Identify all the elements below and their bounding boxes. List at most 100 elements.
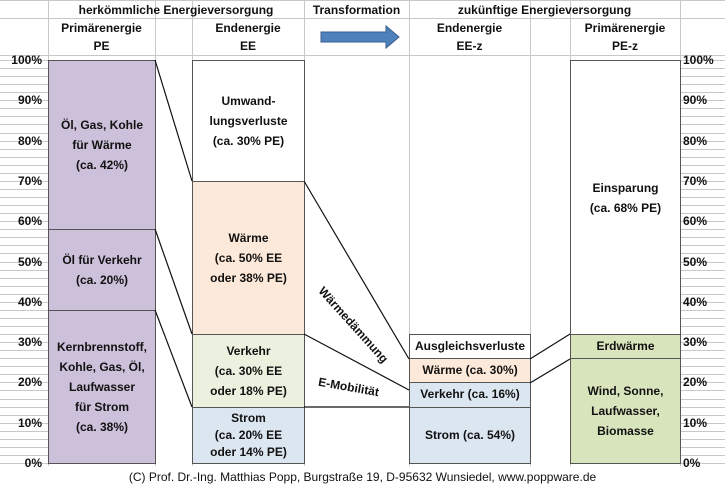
- bar-segment-pe: Öl, Gas, Kohle für Wärme (ca. 42%): [48, 60, 156, 231]
- bar-segment-pe: Kernbrennstoff, Kohle, Gas, Öl, Laufwass…: [48, 309, 156, 464]
- grid-line: [680, 140, 725, 142]
- grid-line: [0, 0, 725, 1]
- grid-line: [0, 430, 48, 432]
- connector-line: [154, 309, 193, 408]
- grid-line: [0, 463, 48, 464]
- grid-line: [680, 438, 725, 440]
- grid-line: [680, 205, 725, 207]
- grid-line: [680, 108, 725, 110]
- grid-line: [680, 317, 725, 319]
- grid-line: [680, 358, 725, 360]
- grid-line: [680, 164, 725, 166]
- y-tick-label: 20%: [17, 375, 42, 390]
- y-tick-label: 50%: [683, 254, 708, 269]
- grid-line: [680, 92, 725, 94]
- grid-line: [680, 269, 725, 271]
- grid-line: [0, 301, 48, 303]
- grid-line: [0, 205, 48, 207]
- grid-line: [0, 261, 48, 263]
- grid-line: [680, 366, 725, 368]
- grid-line: [0, 197, 48, 199]
- bar-segment-label: Wärme (ca. 30%): [422, 363, 518, 378]
- grid-line: [0, 132, 48, 134]
- grid-line: [680, 390, 725, 392]
- grid-line: [0, 414, 48, 416]
- grid-line: [0, 382, 48, 384]
- grid-line: [0, 406, 48, 408]
- grid-line: [680, 245, 725, 247]
- grid-line: [0, 366, 48, 368]
- bar-segment-ee: Verkehr (ca. 30% EE oder 18% PE): [192, 334, 305, 408]
- bar-segment-ee: Wärme (ca. 50% EE oder 38% PE): [192, 180, 305, 336]
- grid-line: [680, 116, 725, 118]
- grid-line: [0, 124, 48, 126]
- y-tick-label: 60%: [683, 214, 708, 229]
- grid-line: [680, 261, 725, 263]
- grid-line: [0, 358, 48, 360]
- bar-segment-label: Umwand- lungsverluste (ca. 30% PE): [209, 93, 288, 148]
- grid-line: [680, 285, 725, 287]
- grid-line: [0, 253, 48, 255]
- grid-line: [0, 350, 48, 352]
- grid-line: [680, 422, 725, 424]
- grid-line: [680, 213, 725, 215]
- arrow-icon: [320, 24, 400, 50]
- bar-segment-label: Ausgleichsverluste: [414, 339, 526, 354]
- y-tick-label: 30%: [683, 335, 708, 350]
- bar-segment-ee: Umwand- lungsverluste (ca. 30% PE): [192, 60, 305, 182]
- grid-line: [0, 84, 48, 86]
- bar-segment-label: Wärme (ca. 50% EE oder 38% PE): [210, 230, 287, 285]
- grid-line: [0, 229, 48, 231]
- grid-line: [680, 414, 725, 416]
- y-tick-label: 10%: [683, 415, 708, 430]
- grid-line: [0, 116, 48, 118]
- grid-line: [680, 124, 725, 126]
- grid-line: [680, 132, 725, 134]
- bar-segment-label: Öl für Verkehr (ca. 20%): [62, 253, 142, 288]
- grid-line: [0, 422, 48, 424]
- bar-segment-label: Strom (ca. 54%): [424, 428, 516, 443]
- header-conventional: herkömmliche Energieversorgung: [78, 3, 274, 17]
- grid-line: [680, 342, 725, 344]
- y-tick-label: 40%: [683, 294, 708, 309]
- grid-line: [680, 76, 725, 78]
- grid-line: [0, 237, 48, 239]
- grid-line: [0, 269, 48, 271]
- grid-line: [680, 406, 725, 408]
- grid-line: [680, 172, 725, 174]
- grid-line: [0, 156, 48, 158]
- grid-line: [0, 245, 48, 247]
- grid-line: [680, 463, 725, 464]
- grid-line: [0, 342, 48, 344]
- grid-line: [680, 454, 725, 456]
- grid-line: [680, 156, 725, 158]
- grid-line: [0, 68, 48, 70]
- y-tick-label: 10%: [17, 415, 42, 430]
- bar-segment-label: Einsparung (ca. 68% PE): [589, 180, 662, 215]
- grid-line: [0, 164, 48, 166]
- grid-line: [680, 293, 725, 295]
- grid-line: [0, 317, 48, 319]
- grid-line: [0, 277, 48, 279]
- y-tick-label: 70%: [683, 173, 708, 188]
- grid-line: [0, 92, 48, 94]
- grid-line: [0, 309, 48, 311]
- y-tick-label: 80%: [683, 133, 708, 148]
- grid-line: [680, 374, 725, 376]
- grid-line: [680, 334, 725, 336]
- grid-line: [680, 325, 725, 327]
- grid-line: [0, 100, 48, 102]
- grid-line: [680, 229, 725, 231]
- bar-segment-label: Erdwärme: [596, 339, 655, 354]
- bar-segment-ee-z: Wärme (ca. 30%): [409, 358, 531, 384]
- bar-segment-label: Wind, Sonne, Laufwasser, Biomasse: [587, 384, 664, 439]
- y-tick-label: 70%: [17, 173, 42, 188]
- grid-line: [0, 325, 48, 327]
- grid-line: [0, 55, 725, 56]
- bar-segment-pe: Öl für Verkehr (ca. 20%): [48, 229, 156, 311]
- connector-line: [303, 180, 410, 360]
- grid-line: [680, 398, 725, 400]
- grid-line: [0, 285, 48, 287]
